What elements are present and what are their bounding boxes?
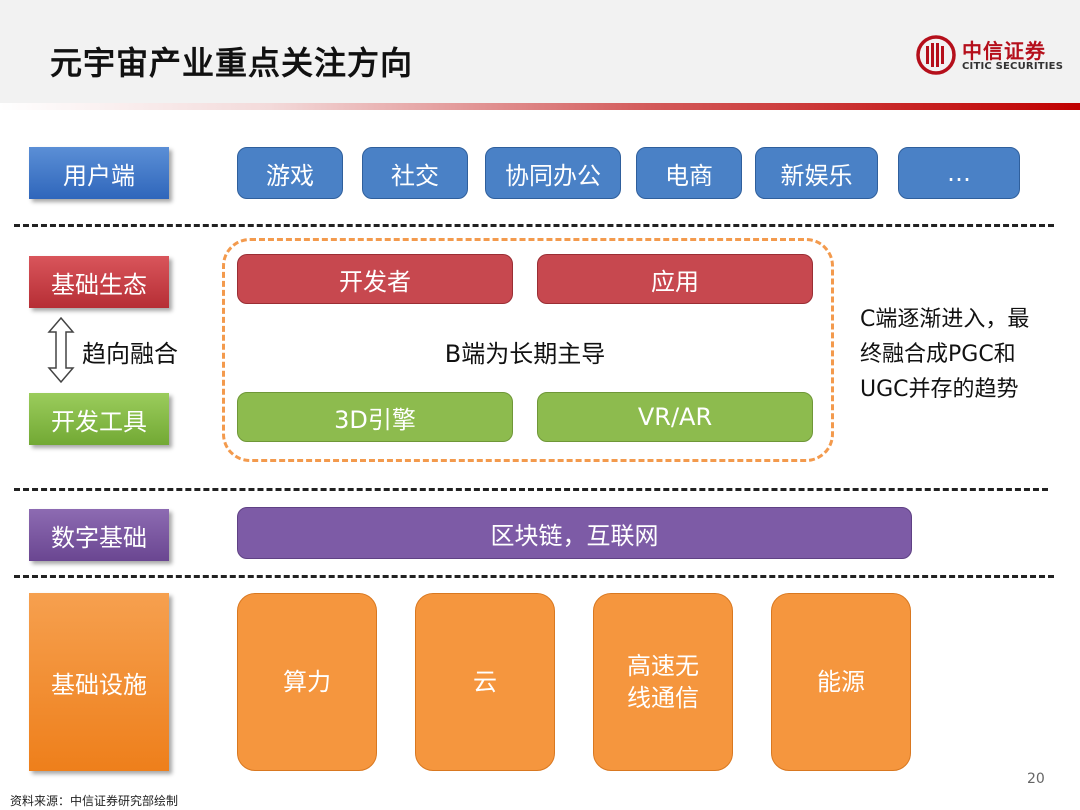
- header-rule: [0, 103, 1080, 110]
- row-label-infra: 基础设施: [29, 593, 169, 771]
- tools-item-vr-ar: VR/AR: [537, 392, 813, 442]
- converge-label: 趋向融合: [82, 340, 178, 368]
- infra-item-compute: 算力: [237, 593, 377, 771]
- infra-item-cloud: 云: [415, 593, 555, 771]
- header-bar: [0, 0, 1080, 103]
- row-label-ecosystem: 基础生态: [29, 256, 169, 308]
- user-item-game: 游戏: [237, 147, 343, 199]
- tools-item-3d-engine: 3D引擎: [237, 392, 513, 442]
- user-item-social: 社交: [362, 147, 468, 199]
- divider-1: [14, 224, 1054, 227]
- logo-en: CITIC SECURITIES: [962, 61, 1064, 72]
- page-number: 20: [1027, 771, 1045, 787]
- user-item-office: 协同办公: [485, 147, 621, 199]
- user-item-ecommerce: 电商: [636, 147, 742, 199]
- row-label-digital: 数字基础: [29, 509, 169, 561]
- row-label-user: 用户端: [29, 147, 169, 199]
- infra-item-wireless: 高速无线通信: [593, 593, 733, 771]
- converge-arrow-icon: [47, 316, 75, 384]
- digital-item-blockchain-internet: 区块链，互联网: [237, 507, 912, 559]
- ecosystem-item-app: 应用: [537, 254, 813, 304]
- page-title: 元宇宙产业重点关注方向: [50, 44, 414, 82]
- divider-2: [14, 488, 1048, 491]
- citic-logo: 中信证券 CITIC SECURITIES: [916, 35, 1066, 77]
- ecosystem-item-developer: 开发者: [237, 254, 513, 304]
- divider-3: [14, 575, 1054, 578]
- citic-logo-icon: [916, 35, 956, 75]
- user-item-more: …: [898, 147, 1020, 199]
- user-item-entertainment: 新娱乐: [755, 147, 878, 199]
- row-label-tools: 开发工具: [29, 393, 169, 445]
- infra-item-energy: 能源: [771, 593, 911, 771]
- b-end-group-outline: [222, 238, 834, 462]
- logo-cn: 中信证券: [962, 39, 1046, 63]
- side-note: C端逐渐进入，最终融合成PGC和UGC并存的趋势: [860, 307, 1030, 402]
- b-end-leading-text: B端为长期主导: [444, 340, 606, 368]
- footer-source: 资料来源：中信证券研究部绘制: [10, 794, 179, 808]
